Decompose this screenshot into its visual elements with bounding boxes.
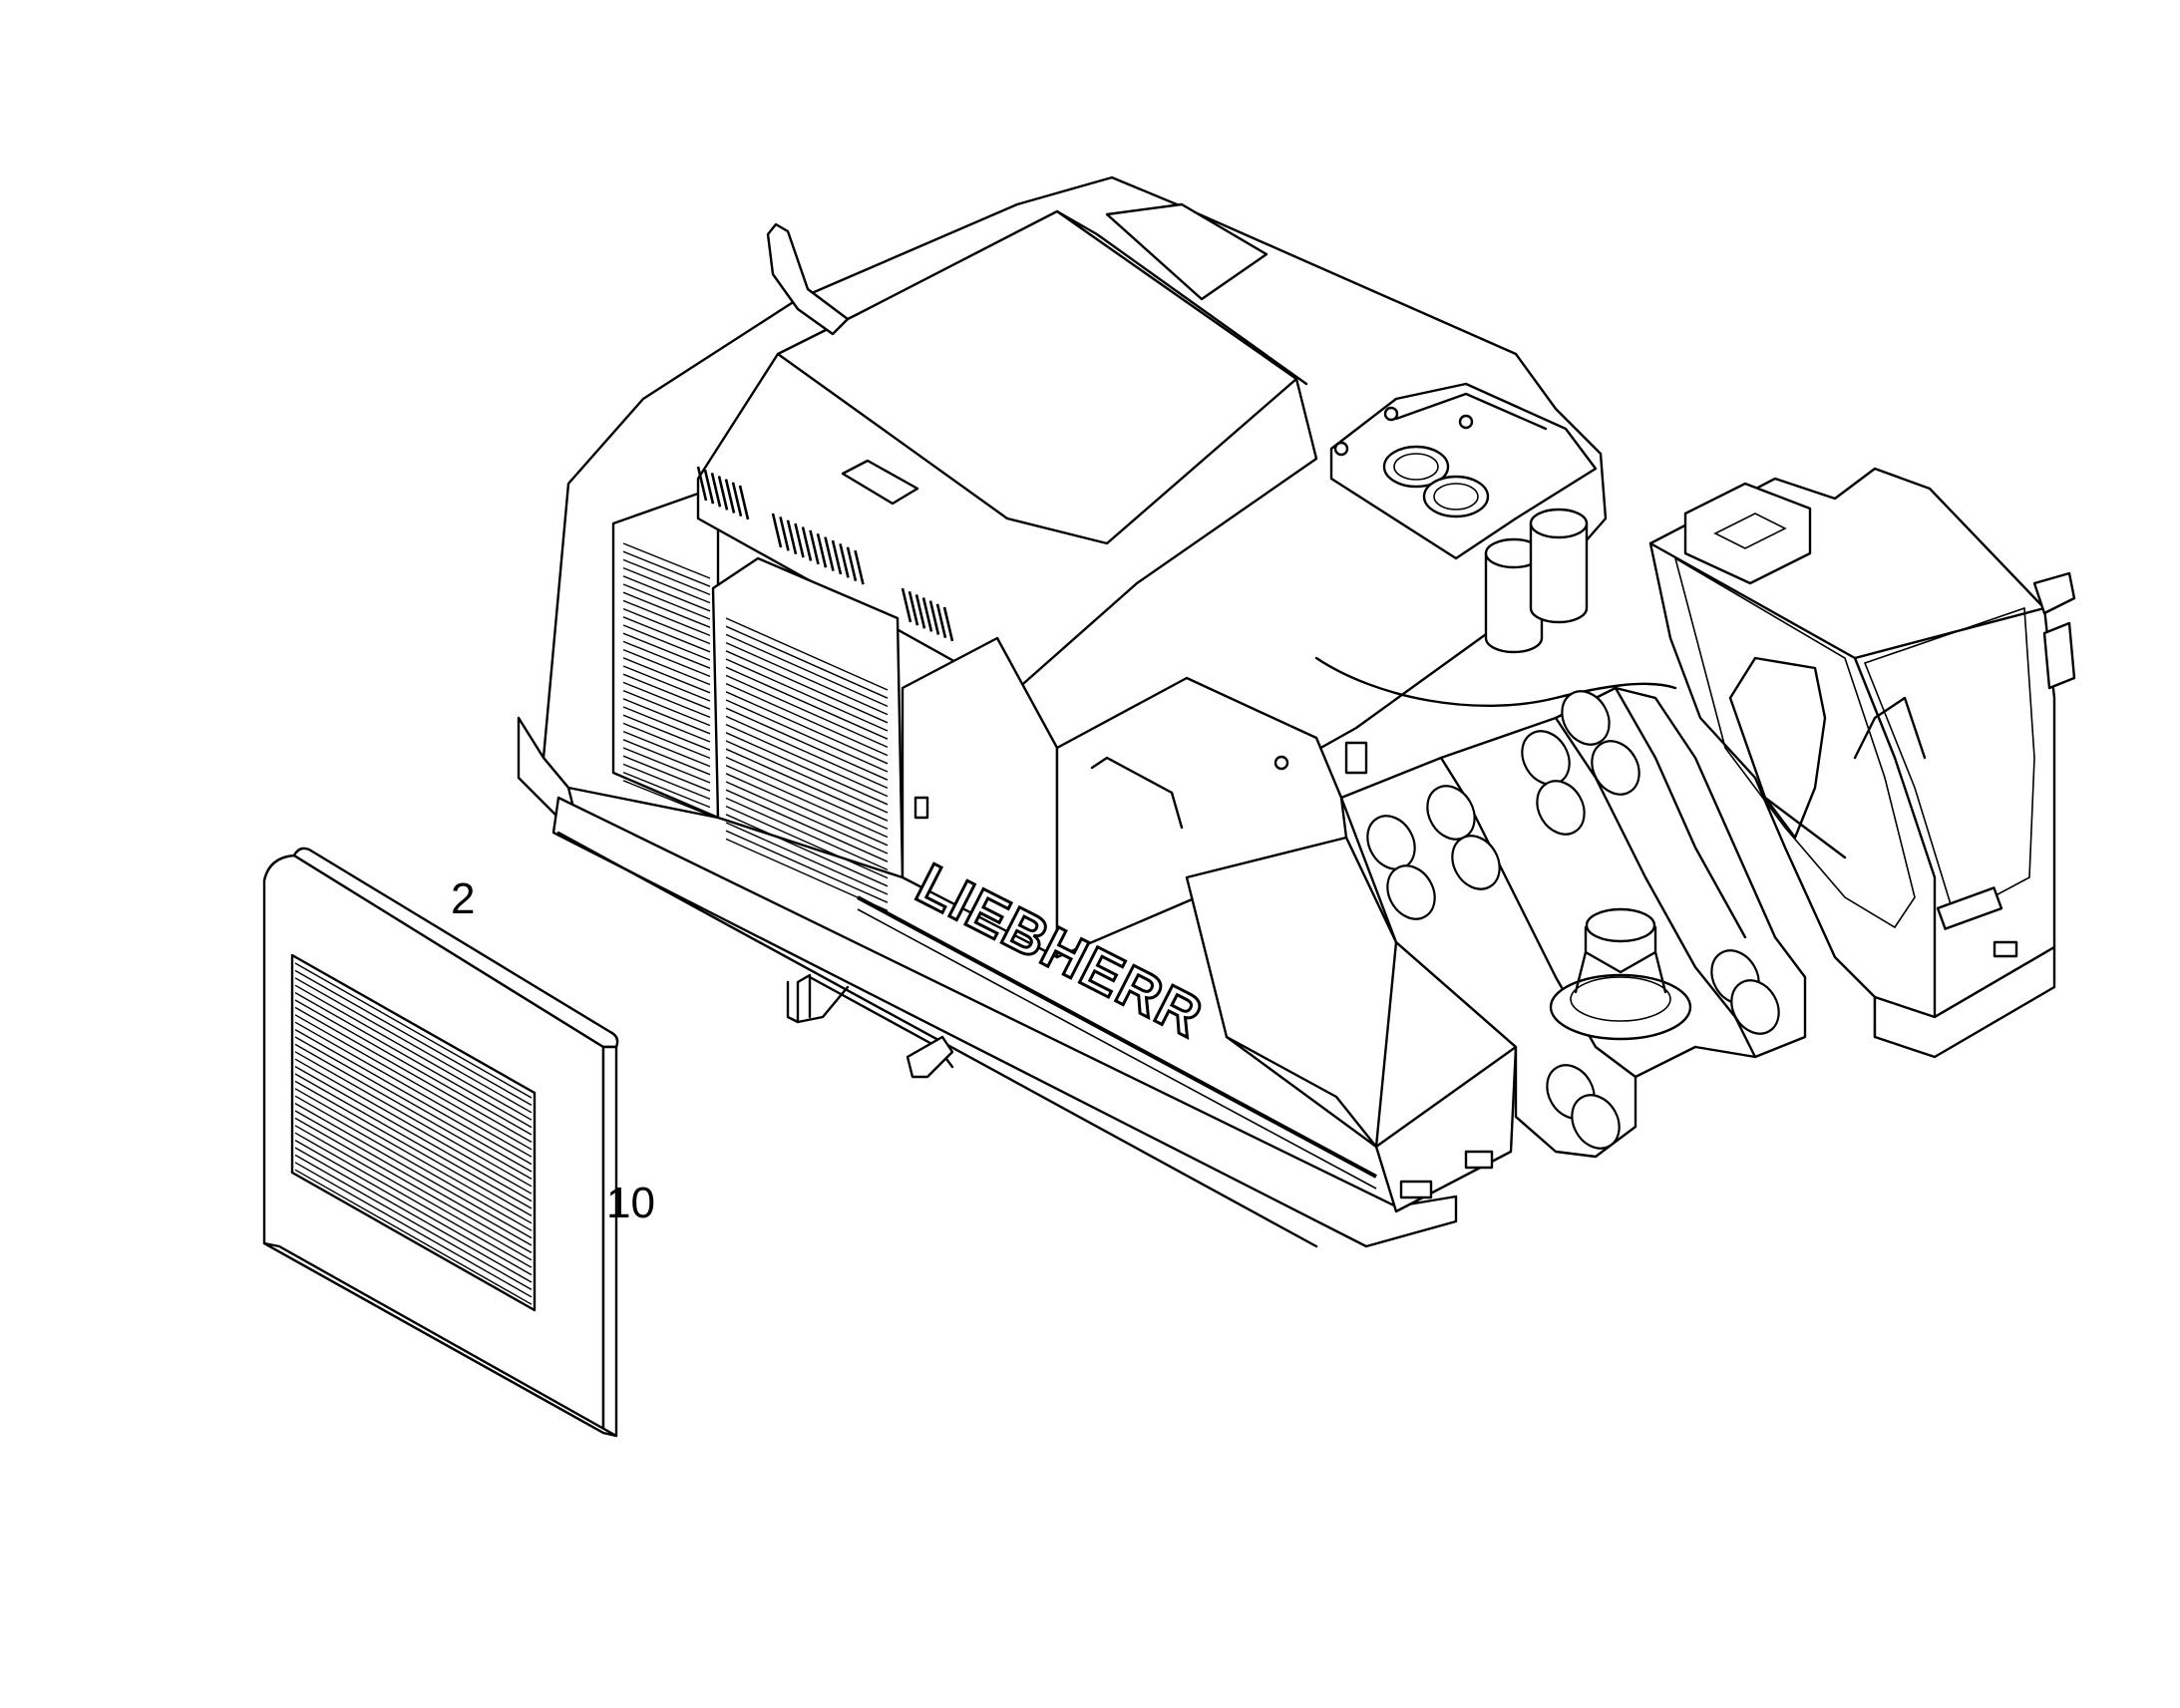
- callout-2: 2: [451, 874, 476, 923]
- callout-10: 10: [606, 1179, 655, 1227]
- hood-vents: [696, 466, 954, 642]
- center-engine-grille: [725, 617, 889, 912]
- grille-panel-drawing: [262, 847, 619, 1438]
- panel-grille-slats: [294, 962, 533, 1305]
- excavator-upper-structure-drawing: LIEBHERR: [517, 175, 2076, 1248]
- left-radiator-grille: [622, 542, 711, 817]
